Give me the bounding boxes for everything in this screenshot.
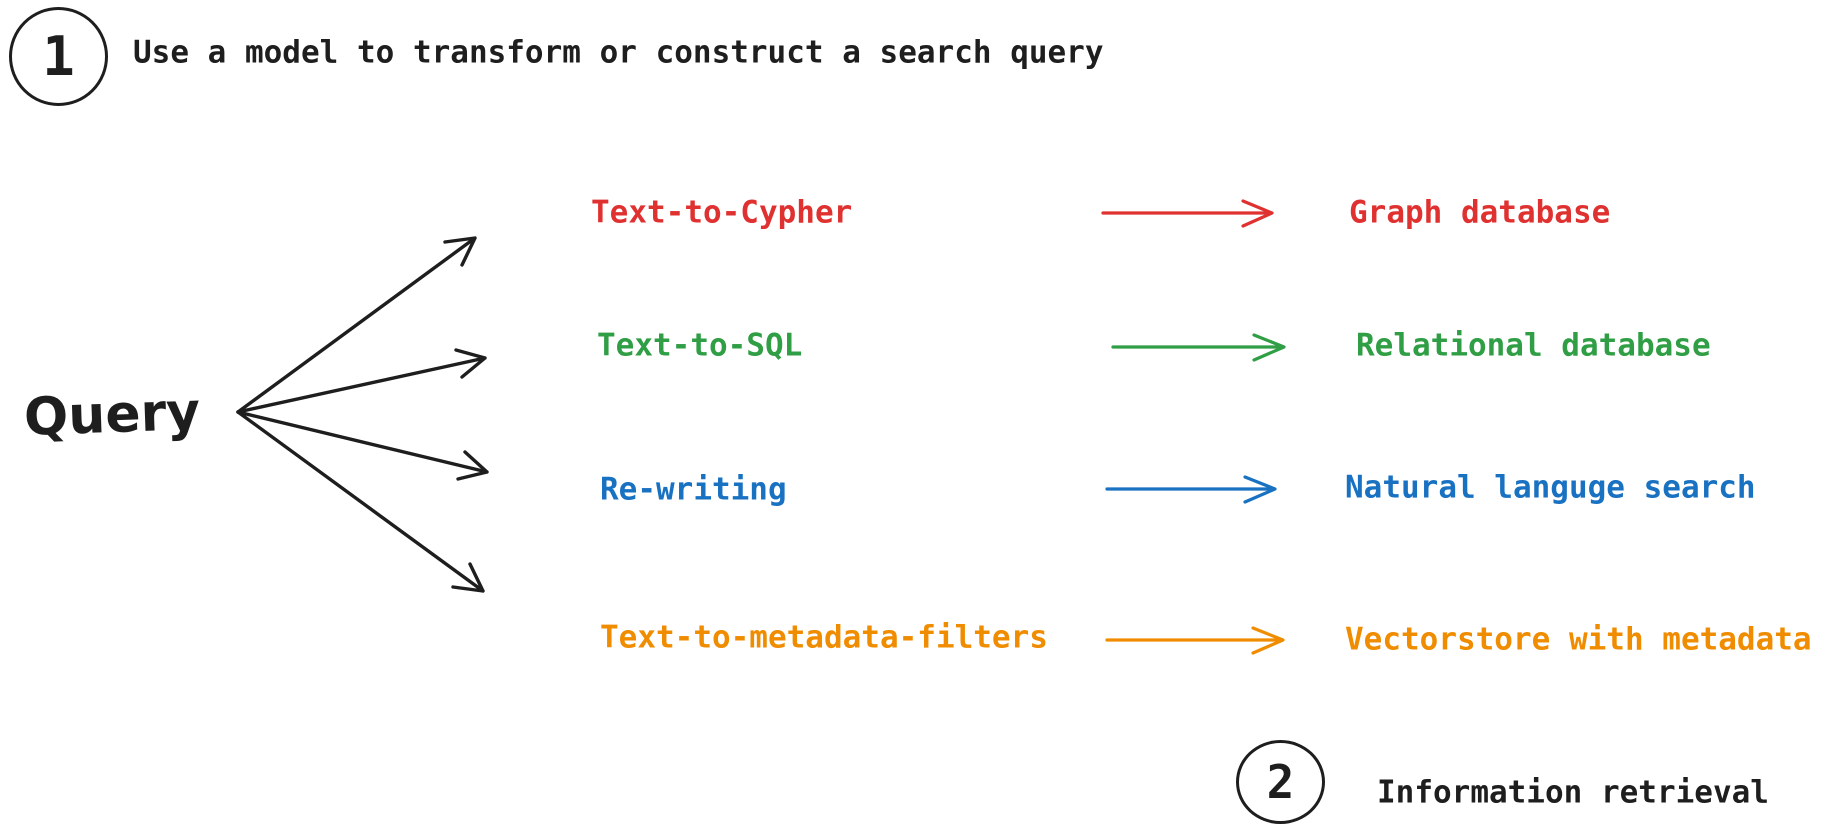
- step-1-number: 1: [42, 25, 75, 88]
- route-arrow-relational-database: [1111, 333, 1286, 362]
- route-arrow-natural-language-search: [1105, 475, 1277, 504]
- step-2-badge: 2: [1236, 740, 1325, 824]
- fan-arrow-to-text-to-cypher: [236, 236, 477, 414]
- fan-arrow-to-re-writing: [236, 410, 489, 481]
- route-arrow-vectorstore: [1105, 626, 1285, 655]
- step-2-number: 2: [1266, 755, 1295, 809]
- target-label-relational-database: Relational database: [1356, 327, 1711, 364]
- step-1-badge: 1: [9, 7, 108, 106]
- target-label-vectorstore: Vectorstore with metadata: [1345, 621, 1812, 658]
- method-label-text-to-cypher: Text-to-Cypher: [591, 194, 853, 231]
- target-label-graph-database: Graph database: [1349, 194, 1611, 231]
- query-fanout-arrows: [236, 236, 489, 593]
- query-label: Query: [23, 381, 202, 449]
- fan-arrow-to-text-to-metadata-filters: [236, 410, 485, 593]
- step-2-label: Information retrieval: [1377, 774, 1769, 811]
- step-1-label: Use a model to transform or construct a …: [133, 34, 1104, 71]
- route-arrow-graph-database: [1101, 199, 1274, 228]
- method-label-text-to-sql: Text-to-SQL: [597, 327, 803, 364]
- fan-arrow-to-text-to-sql: [236, 348, 487, 414]
- method-label-text-to-metadata-filters: Text-to-metadata-filters: [600, 619, 1048, 656]
- target-label-natural-language-search: Natural languge search: [1345, 469, 1756, 506]
- method-label-re-writing: Re-writing: [600, 471, 787, 508]
